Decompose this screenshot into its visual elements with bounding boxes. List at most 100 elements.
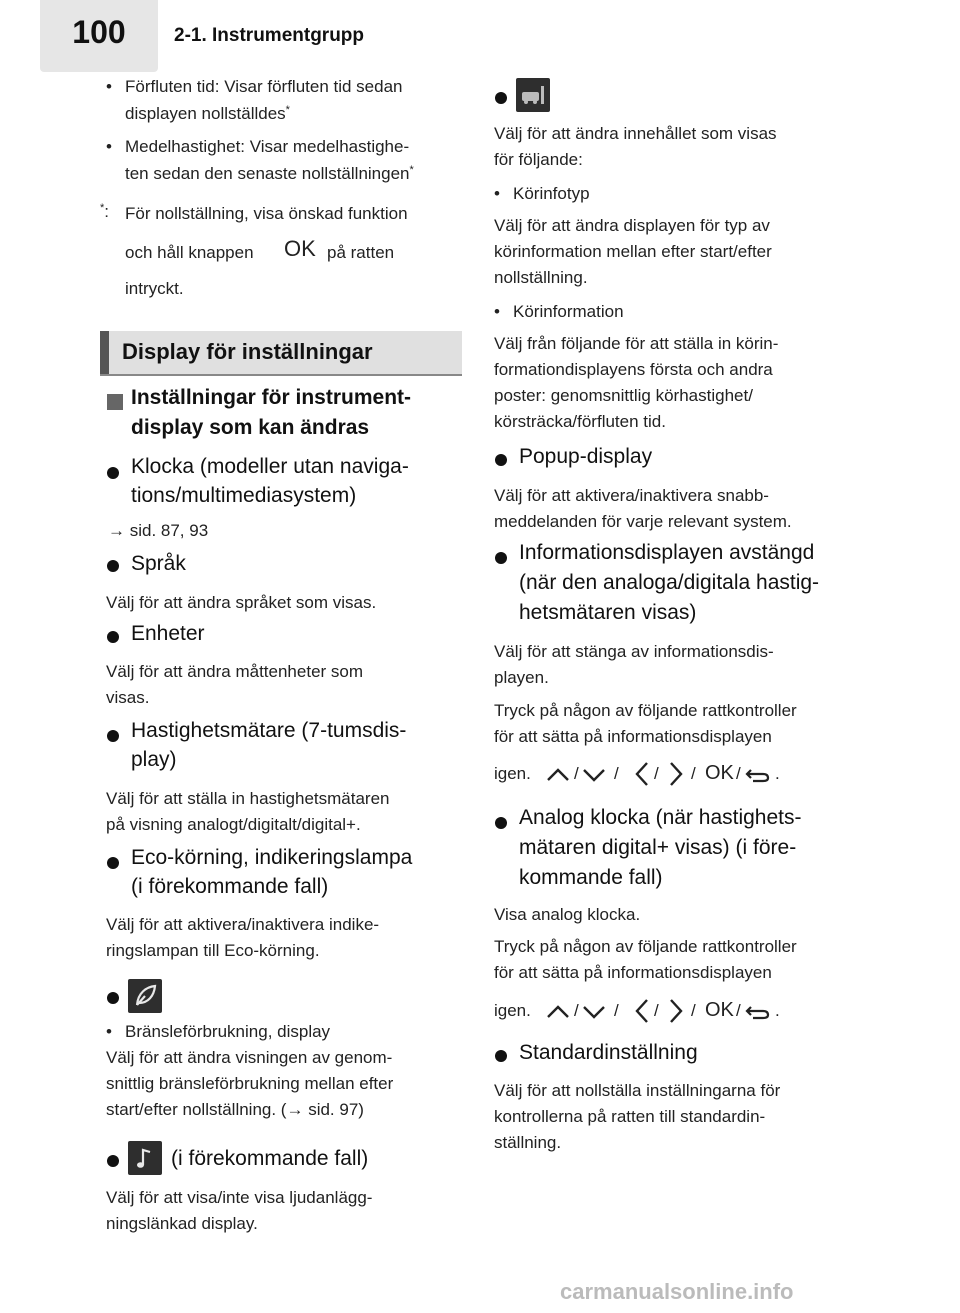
right-arrow-icon [670, 762, 683, 786]
text-line: formationdisplayens första och andra [494, 360, 773, 379]
subheading: display som kan ändras [131, 416, 370, 439]
text-line: ställning. [494, 1133, 562, 1152]
footnote-mark: *: [100, 202, 110, 221]
text-line: displayen nollställdes* [125, 104, 290, 123]
item-heading: (när den analoga/digitala hastig- [519, 571, 820, 594]
separator: / [574, 1001, 579, 1020]
bullet-dot-icon [107, 560, 119, 572]
bullet-dot-icon [495, 552, 507, 564]
bullet-dot-icon [107, 992, 119, 1004]
text-line: Välj för att aktivera/inaktivera indike- [106, 915, 380, 934]
text-line: Körinformation [513, 302, 624, 321]
item-heading: Klocka (modeller utan naviga- [131, 455, 409, 478]
text-line: på visning analogt/digitalt/digital+. [106, 815, 361, 834]
item-heading: Eco-körning, indikeringslampa [131, 846, 413, 869]
text-line: meddelanden för varje relevant system. [494, 512, 792, 531]
item-heading: Informationsdisplayen avstängd [519, 541, 815, 564]
separator: / [736, 1001, 741, 1020]
bullet-mark: • [106, 1022, 112, 1041]
up-arrow-icon [547, 768, 569, 781]
page-number-tab: 100 [40, 0, 158, 72]
left-arrow-icon [635, 999, 648, 1023]
item-heading: Enheter [131, 622, 205, 645]
right-arrow-icon [670, 999, 683, 1023]
text-line: Välj för att aktivera/inaktivera snabb- [494, 486, 769, 505]
separator: / [691, 1001, 696, 1020]
bullet-dot-icon [495, 454, 507, 466]
text-line: Bränsleförbrukning, display [125, 1022, 331, 1041]
text-line: kontrollerna på ratten till standardin- [494, 1107, 766, 1126]
item-heading: kommande fall) [519, 866, 663, 889]
item-heading: mätaren digital+ visas) (i före- [519, 836, 797, 859]
text-line: visas. [106, 688, 150, 707]
text-line: Välj för att visa/inte visa ljudanlägg- [106, 1188, 373, 1207]
text-line: Körinfotyp [513, 184, 590, 203]
text-line: poster: genomsnittlig körhastighet/ [494, 386, 753, 405]
text-line: Välj för att ändra innehållet som visas [494, 124, 777, 143]
bullet-dot-icon [107, 730, 119, 742]
bullet-dot-icon [495, 817, 507, 829]
text-line: För nollställning, visa önskad funktion [125, 204, 408, 223]
down-arrow-icon [583, 769, 605, 782]
item-heading: Språk [131, 552, 186, 575]
back-arrow-icon [745, 769, 770, 783]
item-heading: Popup-display [519, 445, 653, 468]
item-heading: play) [131, 748, 177, 771]
text-line: Tryck på någon av följande rattkontrolle… [494, 701, 797, 720]
text-line: Välj för att ändra displayen för typ av [494, 216, 770, 235]
separator: / [614, 1001, 619, 1020]
separator: / [654, 1001, 659, 1020]
text-line: Välj för att nollställa inställningarna … [494, 1081, 781, 1100]
separator: / [736, 764, 741, 783]
text-line: körinformation mellan efter start/efter [494, 242, 772, 261]
watermark: carmanualsonline.info [560, 1279, 794, 1304]
section-title: 2-1. Instrumentgrupp [174, 25, 365, 46]
heading-bar [100, 331, 109, 374]
separator: / [574, 764, 579, 783]
text-line: Välj för att ändra språket som visas. [106, 593, 377, 612]
text-line: för att sätta på informationsdisplayen [494, 727, 772, 746]
section-heading: Display för inställningar [122, 339, 373, 364]
item-heading: (i förekommande fall) [171, 1147, 369, 1170]
bullet-mark: • [494, 184, 500, 203]
bullet-dot-icon [107, 1155, 119, 1167]
item-heading: tions/multimediasystem) [131, 484, 357, 507]
text-line: Tryck på någon av följande rattkontrolle… [494, 937, 797, 956]
text-line: ten sedan den senaste nollställningen* [125, 164, 414, 183]
text-line: Förfluten tid: Visar förfluten tid sedan [125, 77, 403, 96]
separator: / [614, 764, 619, 783]
text-line: ningslänkad display. [106, 1214, 258, 1233]
leaf-icon [128, 979, 162, 1013]
text-line: och håll knappen [125, 243, 254, 262]
text-line: för att sätta på informationsdisplayen [494, 963, 772, 982]
bullet-mark: • [494, 302, 500, 321]
text-line: Visa analog klocka. [494, 905, 641, 924]
item-heading: Standardinställning [519, 1041, 698, 1064]
square-bullet-icon [107, 394, 123, 410]
text-line: Välj för att ändra visningen av genom- [106, 1048, 393, 1067]
back-arrow-icon [745, 1006, 770, 1020]
period: . [775, 764, 780, 783]
ok-button-glyph: OK [705, 999, 734, 1021]
text-line: för följande: [494, 150, 583, 169]
text-line: ringslampan till Eco-körning. [106, 941, 320, 960]
driving-info-icon [516, 78, 550, 112]
text-line: körsträcka/förfluten tid. [494, 412, 666, 431]
down-arrow-icon [583, 1006, 605, 1019]
music-note-icon [128, 1141, 162, 1175]
page-reference: → sid. 87, 93 [108, 521, 209, 540]
up-arrow-icon [547, 1005, 569, 1018]
text-line: intryckt. [125, 279, 184, 298]
separator: / [691, 764, 696, 783]
item-heading: (i förekommande fall) [131, 875, 329, 898]
left-arrow-icon [635, 762, 648, 786]
bullet-dot-icon [107, 467, 119, 479]
text-line: nollställning. [494, 268, 588, 287]
bullet-mark: • [106, 137, 112, 156]
subheading: Inställningar för instrument- [131, 386, 412, 409]
period: . [775, 1001, 780, 1020]
text-line: Välj för att stänga av informationsdis- [494, 642, 774, 661]
separator: / [654, 764, 659, 783]
text-line: Medelhastighet: Visar medelhastighe- [125, 137, 410, 156]
text-line: playen. [494, 668, 549, 687]
